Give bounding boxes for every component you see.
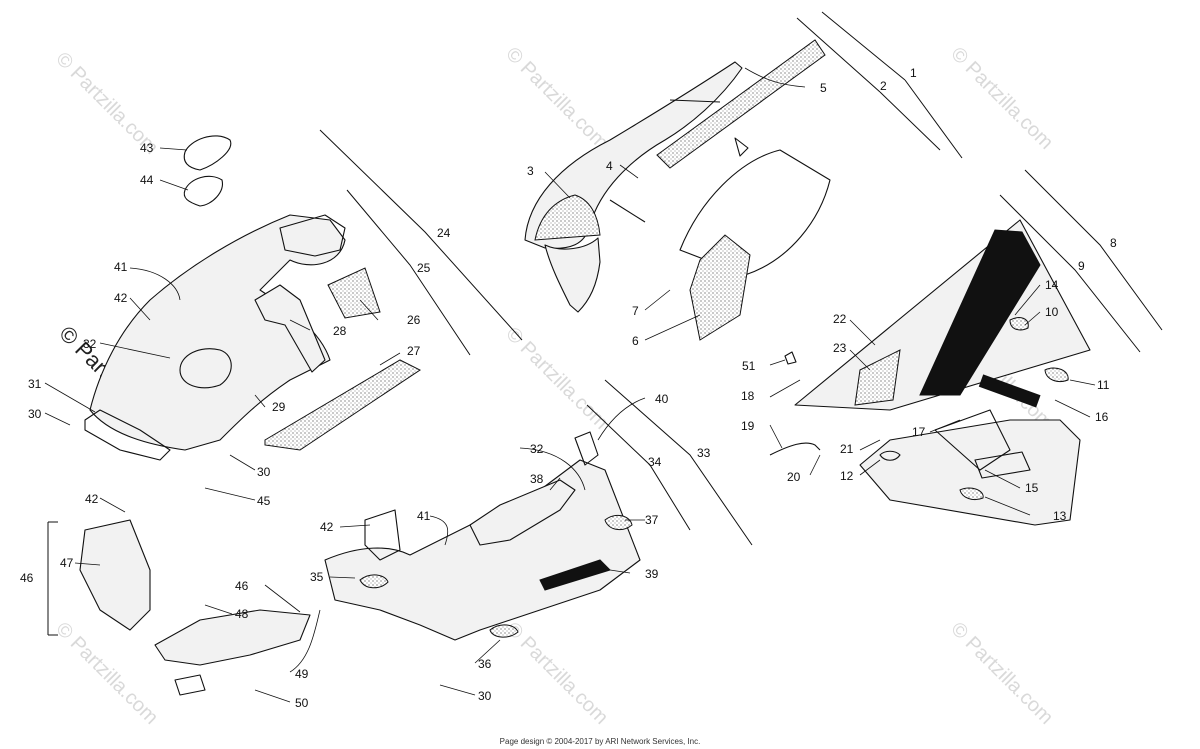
callout-16: 16 — [1095, 410, 1109, 424]
callout-7: 7 — [632, 304, 639, 318]
callout-33: 33 — [697, 446, 711, 460]
callout-18: 18 — [741, 389, 755, 403]
callout-9: 9 — [1078, 259, 1085, 273]
callout-39: 39 — [645, 567, 659, 581]
callout-32: 32 — [530, 442, 544, 456]
callout-35: 35 — [310, 570, 324, 584]
callout-41: 41 — [114, 260, 128, 274]
windshield-assembly — [524, 39, 831, 341]
callout-29: 29 — [272, 400, 286, 414]
callout-31: 31 — [28, 377, 42, 391]
callout-30: 30 — [478, 689, 492, 703]
callout-1: 1 — [910, 66, 917, 80]
hood-dash-assembly — [84, 135, 421, 461]
callout-12: 12 — [840, 469, 854, 483]
callout-42: 42 — [320, 520, 334, 534]
callout-13: 13 — [1053, 509, 1067, 523]
callout-8: 8 — [1110, 236, 1117, 250]
callout-37: 37 — [645, 513, 659, 527]
callout-15: 15 — [1025, 481, 1039, 495]
callout-2: 2 — [880, 79, 887, 93]
leader-lines — [44, 67, 1096, 703]
callout-30: 30 — [257, 465, 271, 479]
callout-5: 5 — [820, 81, 827, 95]
callout-41: 41 — [417, 509, 431, 523]
callout-27: 27 — [407, 344, 421, 358]
belly-pan-assembly — [324, 431, 641, 641]
callout-19: 19 — [741, 419, 755, 433]
callout-49: 49 — [295, 667, 309, 681]
callout-40: 40 — [655, 392, 669, 406]
callout-3: 3 — [527, 164, 534, 178]
callout-45: 45 — [257, 494, 271, 508]
callout-43: 43 — [140, 141, 154, 155]
callout-47: 47 — [60, 556, 74, 570]
callout-32: 32 — [83, 337, 97, 351]
callout-30: 30 — [28, 407, 42, 421]
watermark: © Partzilla.com — [946, 618, 1057, 729]
callout-44: 44 — [140, 173, 154, 187]
callout-20: 20 — [787, 470, 801, 484]
callout-17: 17 — [912, 425, 926, 439]
watermark: © Partzilla.com — [501, 43, 612, 154]
callout-10: 10 — [1045, 305, 1059, 319]
watermark: © Partzilla.com — [946, 43, 1057, 154]
callout-6: 6 — [632, 334, 639, 348]
footer-copyright: Page design © 2004-2017 by ARI Network S… — [499, 737, 701, 746]
callout-14: 14 — [1045, 278, 1059, 292]
bracket-lines — [47, 11, 1163, 636]
watermark: © Partzilla.com — [501, 618, 612, 729]
callout-25: 25 — [417, 261, 431, 275]
callout-24: 24 — [437, 226, 451, 240]
callout-4: 4 — [606, 159, 613, 173]
side-panel-assembly — [769, 219, 1091, 526]
callout-42: 42 — [114, 291, 128, 305]
callout-38: 38 — [530, 472, 544, 486]
callout-46: 46 — [20, 571, 34, 585]
callout-21: 21 — [840, 442, 854, 456]
callout-22: 22 — [833, 312, 847, 326]
callout-36: 36 — [478, 657, 492, 671]
callout-26: 26 — [407, 313, 421, 327]
callout-34: 34 — [648, 455, 662, 469]
lower-left-assembly — [79, 519, 311, 696]
callout-labels: 1 2 3 4 5 6 7 8 9 10 11 12 13 14 15 16 1… — [20, 66, 1117, 710]
callout-50: 50 — [295, 696, 309, 710]
callout-23: 23 — [833, 341, 847, 355]
callout-48: 48 — [235, 607, 249, 621]
callout-11: 11 — [1097, 378, 1110, 392]
watermark: © Partzilla.com — [501, 323, 612, 434]
callout-51: 51 — [742, 359, 756, 373]
watermark: © Partzilla.com — [51, 618, 162, 729]
callout-42: 42 — [85, 492, 99, 506]
callout-46: 46 — [235, 579, 249, 593]
callout-28: 28 — [333, 324, 347, 338]
